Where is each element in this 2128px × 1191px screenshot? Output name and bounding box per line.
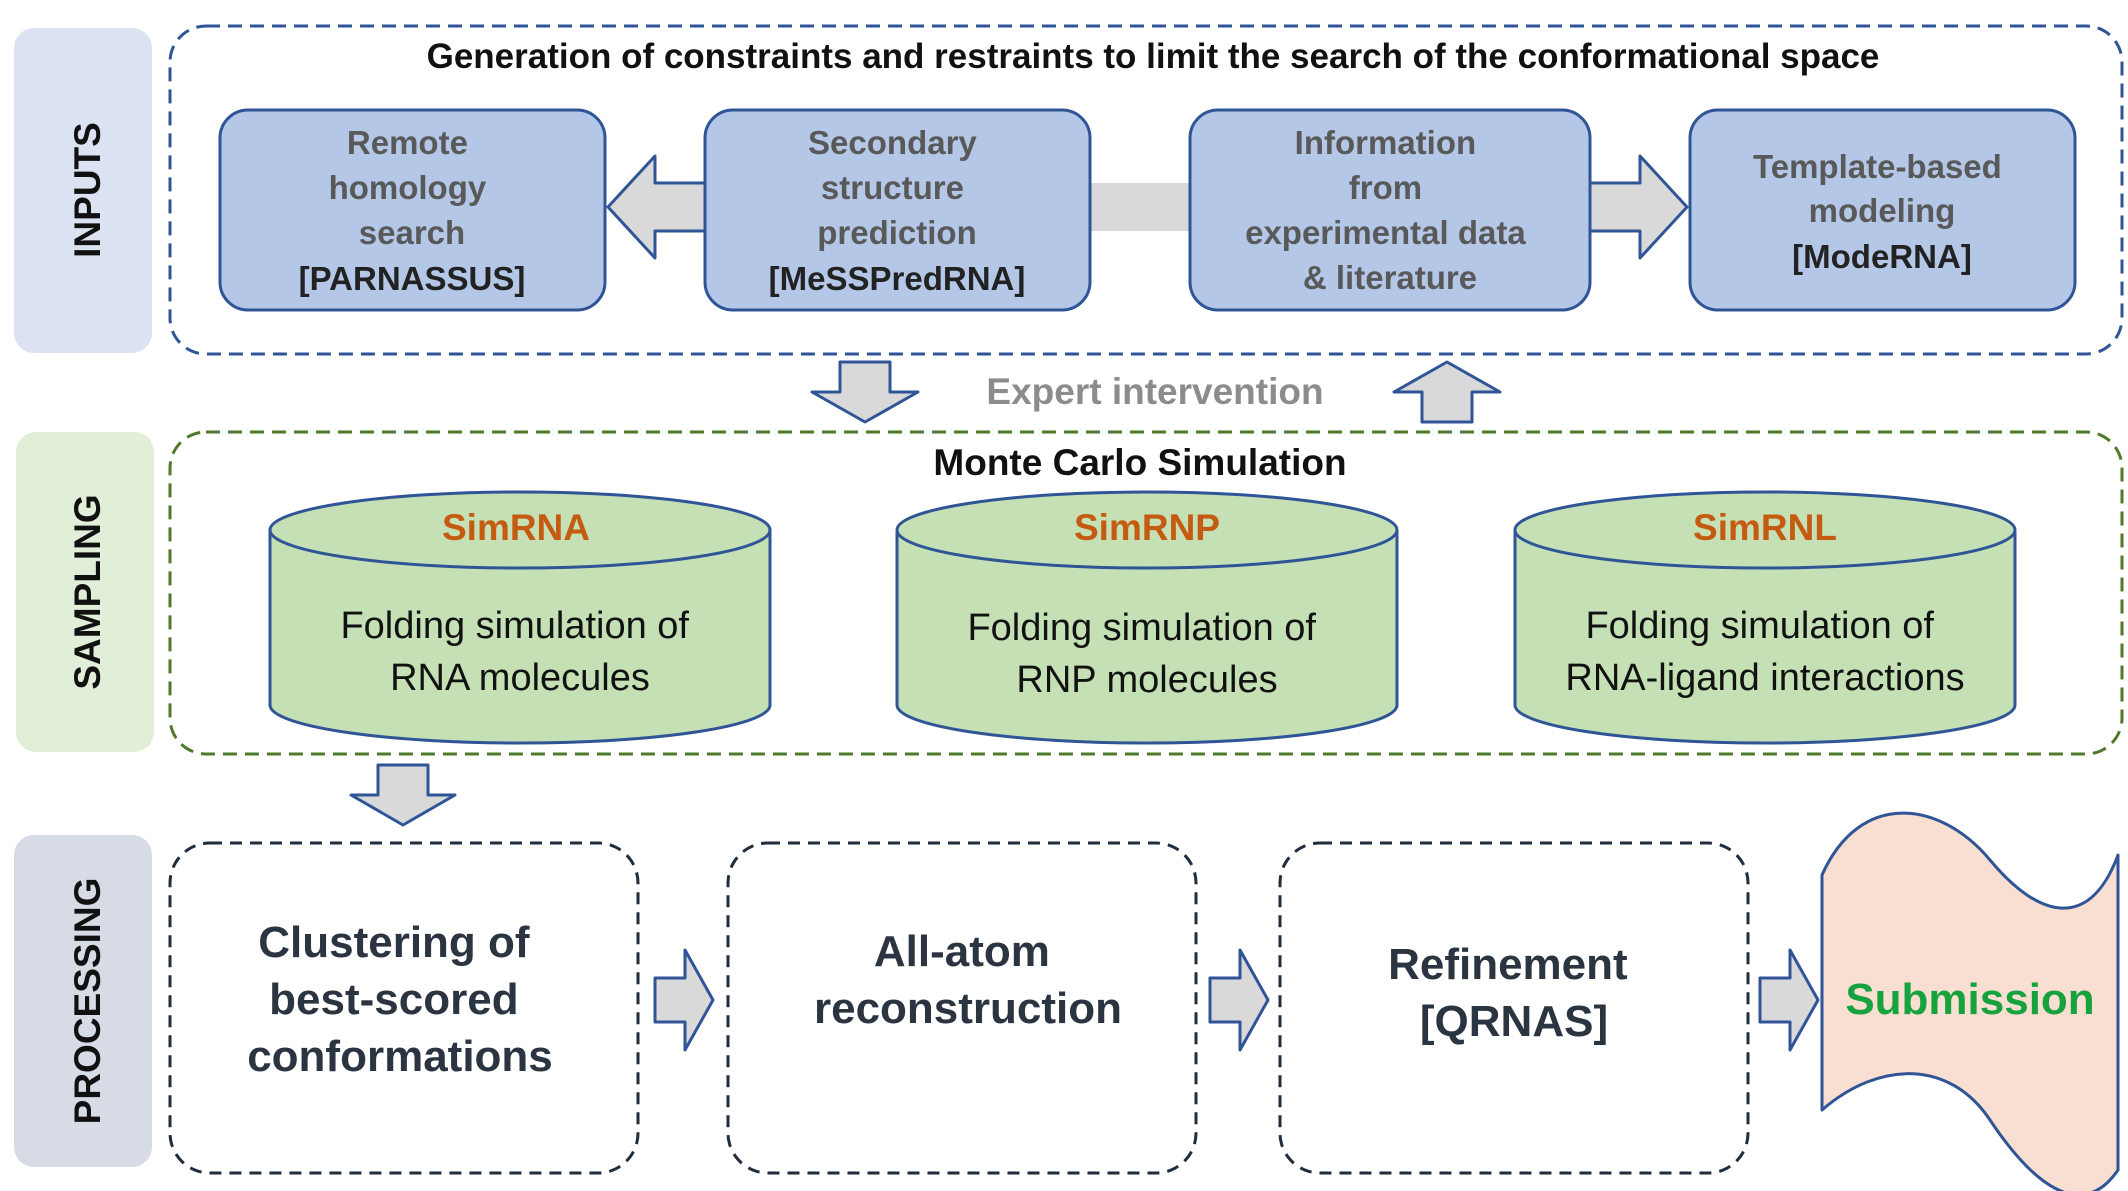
arrow-left-icon [606, 154, 707, 260]
input-box-line: from [1349, 169, 1422, 206]
sampling-title: Monte Carlo Simulation [933, 442, 1346, 483]
input-box-line: experimental data [1245, 214, 1526, 251]
svg-text:Secondary structure: Secondary structure prediction [808, 124, 986, 251]
processing-box-refinement: Refinement [QRNAS] [1278, 841, 1750, 1175]
arrow-down-icon [349, 763, 457, 827]
input-box-tool: [PARNASSUS] [299, 260, 526, 297]
input-box-line: Secondary [808, 124, 977, 161]
svg-text:Refinement [QRNAS]: Refinement [QRNAS] [1388, 940, 1640, 1046]
processing-box-line: conformations [247, 1032, 553, 1081]
processing-box-line: best-scored [269, 975, 518, 1024]
svg-text:All-atom reconstruction: All-atom reconstruction [814, 927, 1122, 1033]
cylinder-line: RNA-ligand interactions [1565, 657, 1964, 699]
arrow-right-icon [653, 948, 715, 1052]
processing-stage-label: PROCESSING [67, 878, 108, 1125]
sampling-stage-label: SAMPLING [67, 494, 108, 689]
cylinder-simrnp: SimRNP Folding simulation of RNP molecul… [895, 490, 1399, 745]
cylinder-line: RNA molecules [390, 657, 650, 699]
inputs-stage-label: INPUTS [67, 122, 108, 258]
input-box-line: homology [329, 169, 487, 206]
arrow-right-icon [1208, 948, 1270, 1052]
input-box-line: search [359, 214, 465, 251]
processing-box-line: All-atom [874, 927, 1050, 976]
inputs-title: Generation of constraints and restraints… [427, 37, 1880, 76]
connector-bar [1090, 183, 1190, 231]
svg-text:Folding simulation of RN: Folding simulation of RNP molecules [967, 607, 1326, 701]
input-box-experimental-data: Information from experimental data & lit… [1188, 108, 1592, 312]
svg-text:Folding simulation of RN: Folding simulation of RNA molecules [340, 605, 699, 699]
input-box-line: prediction [817, 214, 977, 251]
input-box-tool: [ModeRNA] [1792, 238, 1972, 275]
cylinder-line: Folding simulation of [1585, 605, 1934, 647]
arrow-up-icon [1392, 360, 1502, 424]
arrow-right-icon [1588, 154, 1689, 260]
svg-text:Information from e: Information from experimental data & lit… [1245, 124, 1535, 296]
submission-shape: Submission [1820, 811, 2120, 1191]
inputs-region [168, 24, 2124, 356]
svg-text:Remote homology se: Remote homology search [329, 124, 496, 251]
input-box-line: modeling [1809, 192, 1956, 229]
cylinder-title: SimRNA [442, 507, 590, 548]
processing-box-line: [QRNAS] [1420, 997, 1608, 1046]
svg-text:Clustering of best-score: Clustering of best-scored conformations [247, 918, 553, 1081]
input-box-line: Remote [347, 124, 468, 161]
cylinder-simrna: SimRNA Folding simulation of RNA molecul… [268, 490, 772, 745]
input-box-line: & literature [1303, 259, 1477, 296]
processing-box-line: reconstruction [814, 984, 1122, 1033]
input-box-remote-homology: Remote homology search [PARNASSUS] [218, 108, 607, 312]
cylinder-title: SimRNL [1693, 507, 1837, 548]
svg-text:Folding simulation of RN: Folding simulation of RNA-ligand interac… [1565, 605, 1964, 699]
expert-intervention-label: Expert intervention [986, 371, 1323, 412]
input-box-line: Information [1295, 124, 1476, 161]
sampling-stage-tab [16, 432, 154, 752]
cylinder-title: SimRNP [1074, 507, 1220, 548]
submission-label: Submission [1845, 975, 2094, 1024]
input-box-secondary-structure: Secondary structure prediction [MeSSPred… [703, 108, 1092, 312]
arrow-down-icon [810, 360, 920, 424]
inputs-stage-tab [14, 28, 152, 353]
processing-box-clustering: Clustering of best-scored conformations [168, 841, 640, 1175]
cylinder-line: Folding simulation of [340, 605, 689, 647]
cylinder-line: Folding simulation of [967, 607, 1316, 649]
cylinder-simrnl: SimRNL Folding simulation of RNA-ligand … [1513, 490, 2017, 745]
processing-box-line: Clustering of [258, 918, 530, 967]
input-box-line: structure [821, 169, 964, 206]
input-box-line: Template-based [1753, 148, 2002, 185]
processing-box-reconstruction: All-atom reconstruction [726, 841, 1198, 1175]
processing-stage-tab [14, 835, 152, 1167]
arrow-right-icon [1758, 948, 1820, 1052]
input-box-tool: [MeSSPredRNA] [769, 260, 1026, 297]
svg-text:Template-based modeling: Template-based modeling [1753, 148, 2011, 229]
processing-box-line: Refinement [1388, 940, 1628, 989]
input-box-template-modeling: Template-based modeling [ModeRNA] [1688, 108, 2077, 312]
cylinder-line: RNP molecules [1016, 659, 1277, 701]
